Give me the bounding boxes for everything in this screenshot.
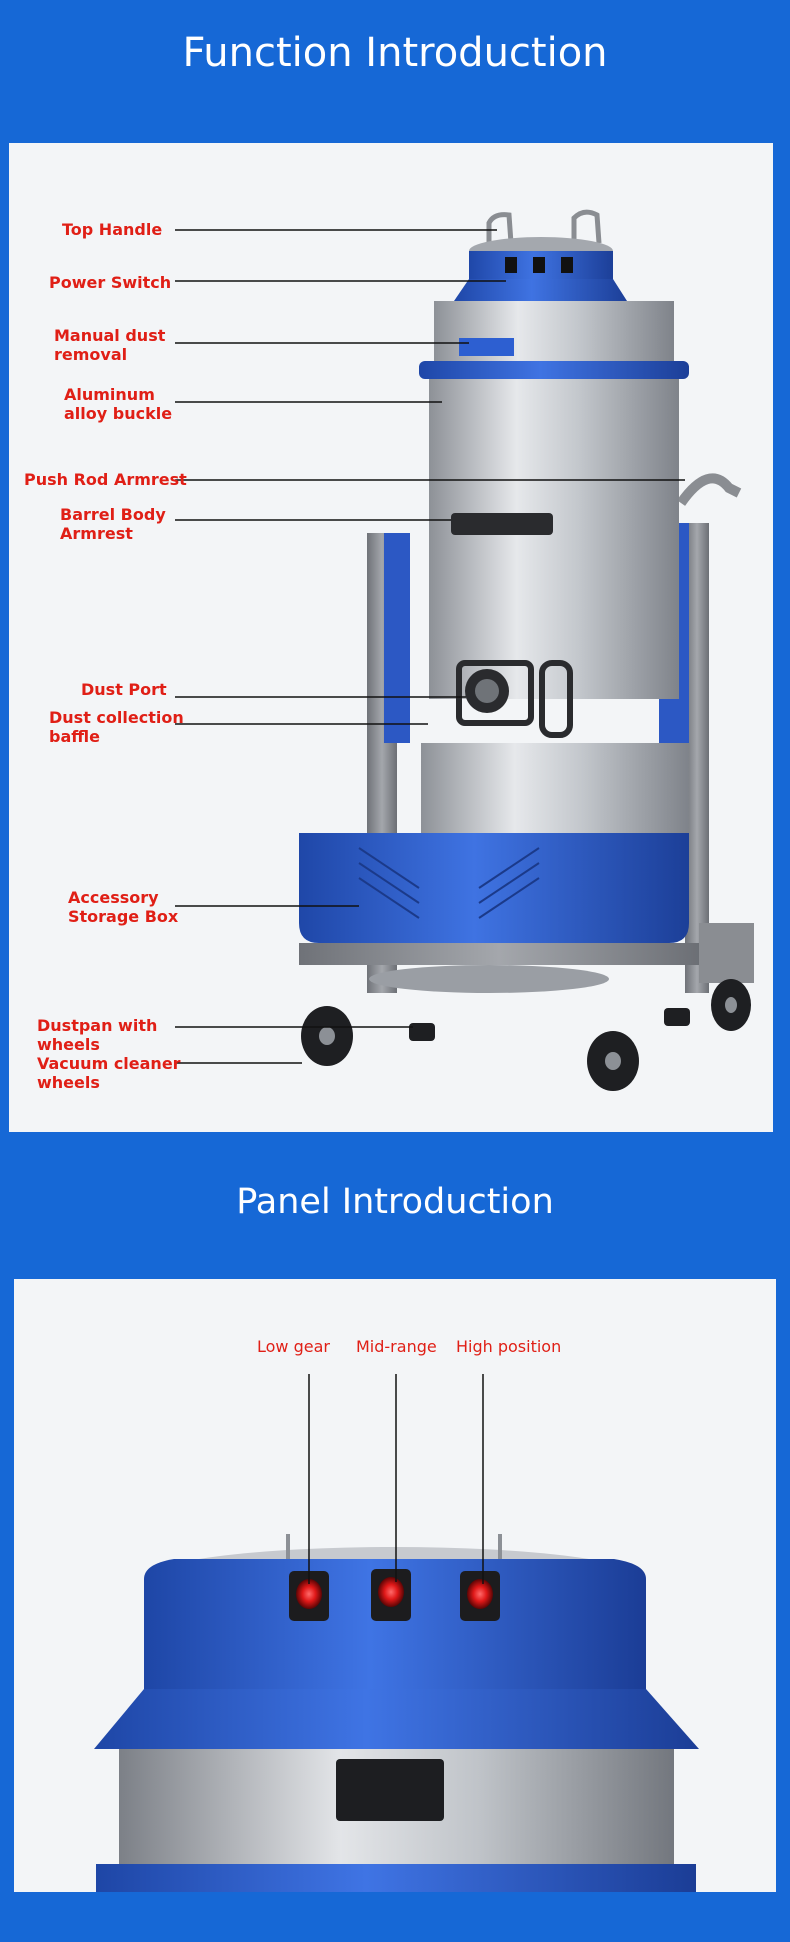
label-aluminum-alloy-buckle: Aluminum alloy buckle	[64, 385, 173, 423]
vacuum-cleaner-illustration	[175, 209, 754, 1091]
label-low-gear: Low gear	[257, 1337, 330, 1356]
label-power-switch: Power Switch	[49, 273, 172, 292]
label-vacuum-cleaner-wheels: Vacuum cleaner wheels	[37, 1054, 181, 1092]
label-dust-collection-baffle: Dust collection baffle	[49, 708, 184, 746]
panel-introduction-title: Panel Introduction	[236, 1182, 554, 1222]
label-manual-dust-removal: Manual dust removal	[54, 326, 166, 364]
function-diagram-panel: Top Handle Power Switch Manual dust remo…	[9, 143, 773, 1132]
label-dust-port: Dust Port	[81, 680, 167, 699]
label-barrel-body-armrest: Barrel Body Armrest	[60, 505, 166, 543]
leader-lines	[175, 229, 685, 1064]
label-push-rod-armrest: Push Rod Armrest	[24, 470, 187, 489]
label-high-position: High position	[456, 1337, 562, 1356]
panel-leader-lines	[308, 1374, 484, 1584]
control-panel-illustration	[94, 1374, 699, 1892]
label-mid-range: Mid-range	[356, 1337, 437, 1356]
label-dustpan-with-wheels: Dustpan with wheels	[37, 1016, 158, 1054]
label-accessory-storage-box: Accessory Storage Box	[68, 888, 179, 926]
label-top-handle: Top Handle	[62, 220, 163, 239]
function-introduction-title: Function Introduction	[182, 30, 608, 76]
panel-diagram-panel: Low gear Mid-range High position	[14, 1279, 776, 1892]
